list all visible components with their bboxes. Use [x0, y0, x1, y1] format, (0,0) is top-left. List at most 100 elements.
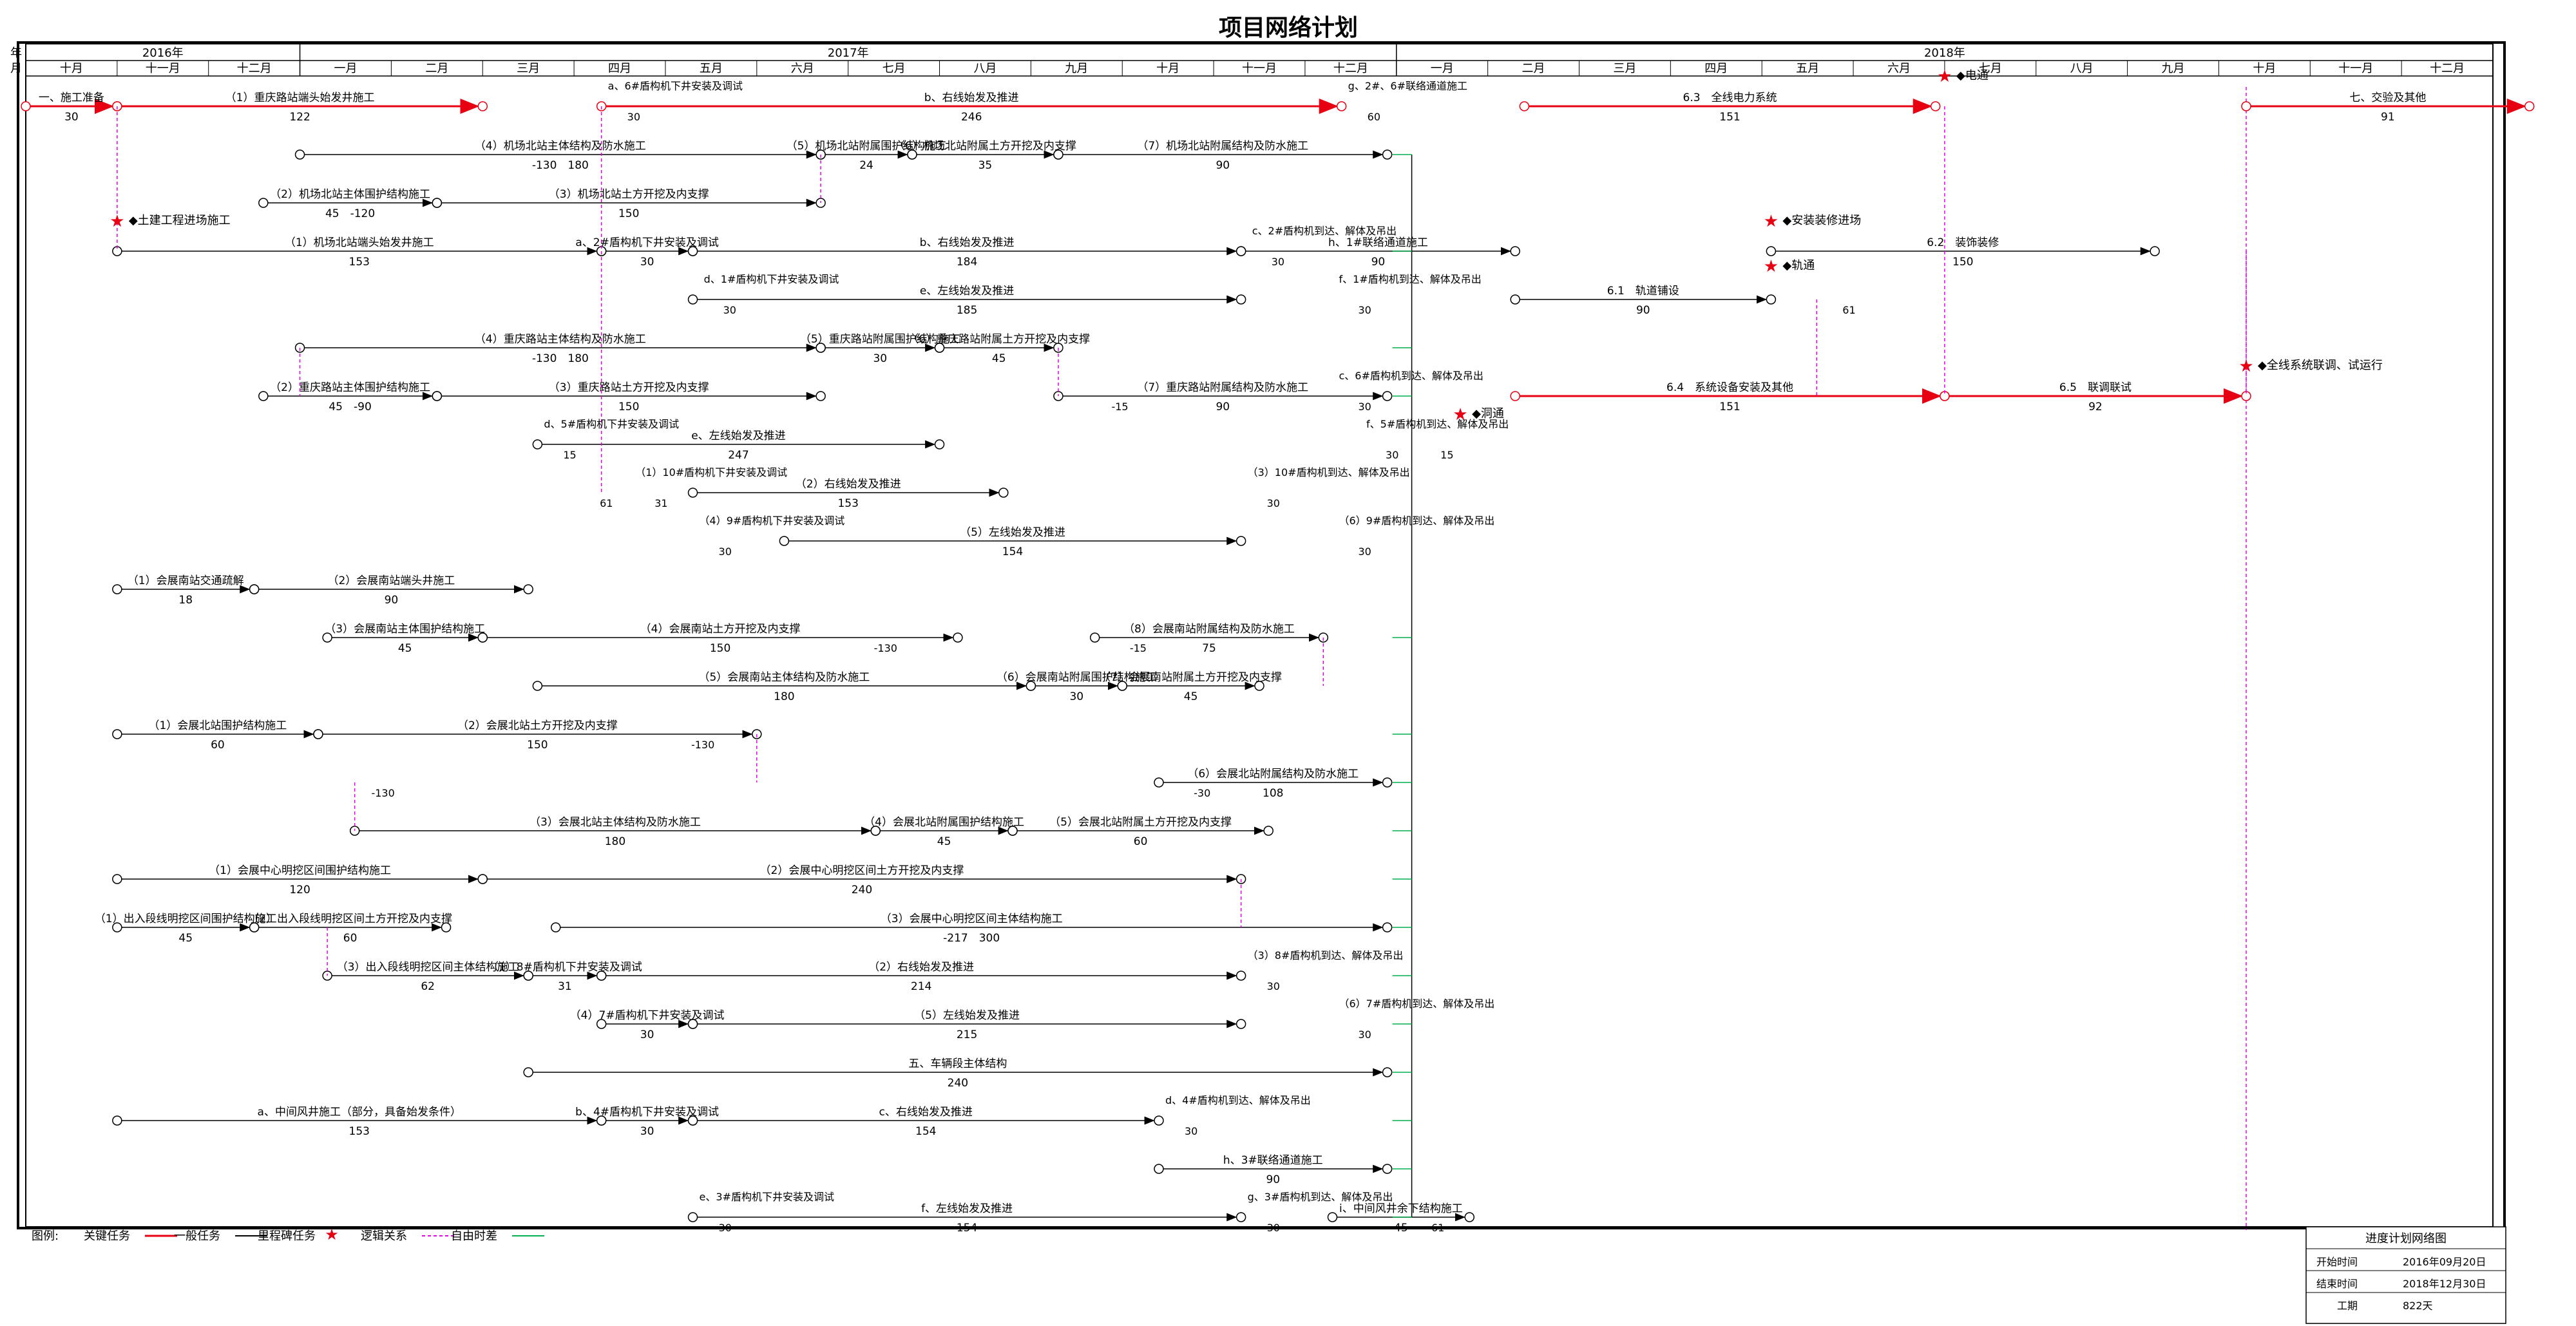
node-note: g、3#盾构机到达、解体及吊出: [1248, 1191, 1393, 1203]
activity-duration: 75: [1202, 642, 1216, 655]
activity-duration: 31: [558, 980, 572, 993]
node-note: g、2#、6#联络通道施工: [1348, 80, 1467, 92]
activity-label: a、中间风井施工（部分，具备始发条件）: [258, 1106, 461, 1119]
event-node: [523, 584, 533, 594]
event-node: [1154, 1164, 1164, 1174]
node-note-duration: 30: [1267, 980, 1280, 992]
node-note: e、3#盾构机下井安装及调试: [700, 1191, 834, 1203]
activity-duration: 91: [2381, 111, 2395, 124]
event-node: [1510, 246, 1520, 256]
month-label: 十一月: [146, 62, 180, 75]
node-note-duration: 30: [1358, 401, 1371, 413]
activity-duration: 30: [640, 256, 654, 269]
milestone-label: ◆土建工程进场施工: [129, 214, 231, 227]
event-node: [1236, 1212, 1246, 1222]
activity-label: 五、车辆段主体结构: [908, 1057, 1007, 1070]
month-label: 十二月: [237, 62, 272, 75]
activity-label: 6.3 全线电力系统: [1683, 91, 1777, 104]
event-node: [112, 874, 122, 884]
event-node: [596, 971, 607, 981]
event-node: [1053, 149, 1064, 160]
event-node: [1236, 971, 1246, 981]
year-header-label: 年: [10, 46, 22, 60]
activity-duration: -217 300: [943, 932, 1000, 945]
activity-duration: 240: [852, 884, 872, 896]
event-node: [1766, 246, 1777, 256]
activity-duration: 45 -120: [325, 207, 375, 220]
node-note-duration: -15: [1130, 642, 1147, 654]
legend-item: 里程碑任务: [258, 1229, 316, 1243]
activity-label: （2）出入段线明挖区间土方开挖及内支撑: [248, 913, 452, 925]
node-note-duration: -130: [371, 787, 394, 799]
milestone-star-icon: ★: [1764, 212, 1779, 231]
month-header-label: 月: [10, 62, 22, 75]
activity-label: （4）重庆路站主体结构及防水施工: [475, 333, 646, 346]
activity-label: （2）重庆路站主体围护结构施工: [270, 381, 430, 394]
activity-label: 6.2 装饰装修: [1927, 236, 1999, 249]
activity-duration: 151: [1719, 111, 1740, 124]
node-note: c、6#盾构机到达、解体及吊出: [1339, 370, 1483, 382]
activity-label: （1）重庆路站端头始发井施工: [225, 91, 375, 104]
activity-duration: 30: [640, 1125, 654, 1138]
event-node: [1263, 826, 1274, 836]
month-label: 十月: [60, 62, 83, 75]
node-note-duration: 30: [1185, 1125, 1197, 1137]
node-note: （6）7#盾构机到达、解体及吊出: [1339, 998, 1494, 1010]
year-label: 2017年: [828, 46, 869, 60]
event-node: [432, 198, 443, 208]
event-node: [1154, 777, 1164, 788]
activity-label: e、左线始发及推进: [920, 285, 1014, 298]
activity-label: （2）右线始发及推进: [868, 961, 974, 974]
activity-label: （7）机场北站附属结构及防水施工: [1137, 140, 1308, 153]
milestone-label: ◆轨通: [1782, 259, 1815, 272]
activity-duration: 153: [349, 1125, 370, 1138]
node-note-duration: 61: [1842, 304, 1855, 316]
event-node: [1382, 391, 1393, 401]
event-node: [687, 1212, 698, 1222]
milestone-star-icon: ★: [2238, 357, 2253, 376]
node-note: （3）8#盾构机到达、解体及吊出: [1248, 949, 1404, 961]
info-row-value: 2016年09月20日: [2403, 1256, 2486, 1268]
activity-duration: 30: [873, 352, 887, 365]
activity-label: 6.5 联调联试: [2059, 381, 2132, 394]
activity-duration: 215: [957, 1028, 977, 1041]
activity-label: （2）会展中心明挖区间土方开挖及内支撑: [760, 864, 964, 877]
node-note-duration: -15: [1111, 401, 1128, 413]
event-node: [258, 391, 269, 401]
event-node: [477, 632, 488, 643]
activity-duration: 247: [728, 449, 749, 462]
activity-label: c、右线始发及推进: [879, 1106, 973, 1119]
activity-label: e、左线始发及推进: [691, 430, 785, 442]
month-label: 五月: [700, 62, 723, 75]
event-node: [1236, 294, 1246, 305]
event-node: [1382, 1164, 1393, 1174]
event-node: [322, 632, 332, 643]
month-label: 十二月: [1333, 62, 1368, 75]
legend-item: 逻辑关系: [361, 1229, 407, 1243]
activity-duration: 154: [1002, 545, 1023, 558]
event-node: [1382, 922, 1393, 933]
event-node: [687, 246, 698, 256]
node-note-duration: 30: [627, 111, 640, 123]
activity-label: （1）会展南站交通疏解: [128, 574, 244, 587]
milestone-label: ◆电通: [1956, 69, 1989, 82]
legend-item: 一般任务: [174, 1229, 220, 1243]
node-note-duration: 15: [1440, 449, 1453, 461]
event-node: [477, 101, 488, 111]
month-label: 一月: [334, 62, 357, 75]
event-node: [687, 1115, 698, 1126]
milestone-star-icon: ★: [110, 212, 124, 231]
activity-label: b、4#盾构机下井安装及调试: [575, 1106, 719, 1119]
activity-label: （5）重庆路站附属围护结构施工: [800, 333, 960, 346]
activity-label: （1）8#盾构机下井安装及调试: [488, 961, 642, 974]
activity-duration: 45 -90: [329, 401, 371, 413]
event-node: [1336, 101, 1347, 111]
event-node: [523, 1067, 533, 1077]
node-note: d、4#盾构机到达、解体及吊出: [1165, 1094, 1311, 1106]
activity-duration: 45: [1184, 690, 1198, 703]
activity-duration: 240: [948, 1077, 968, 1090]
month-label: 四月: [608, 62, 631, 75]
activity-duration: 30: [1069, 690, 1083, 703]
node-note-duration: 30: [1358, 545, 1371, 558]
